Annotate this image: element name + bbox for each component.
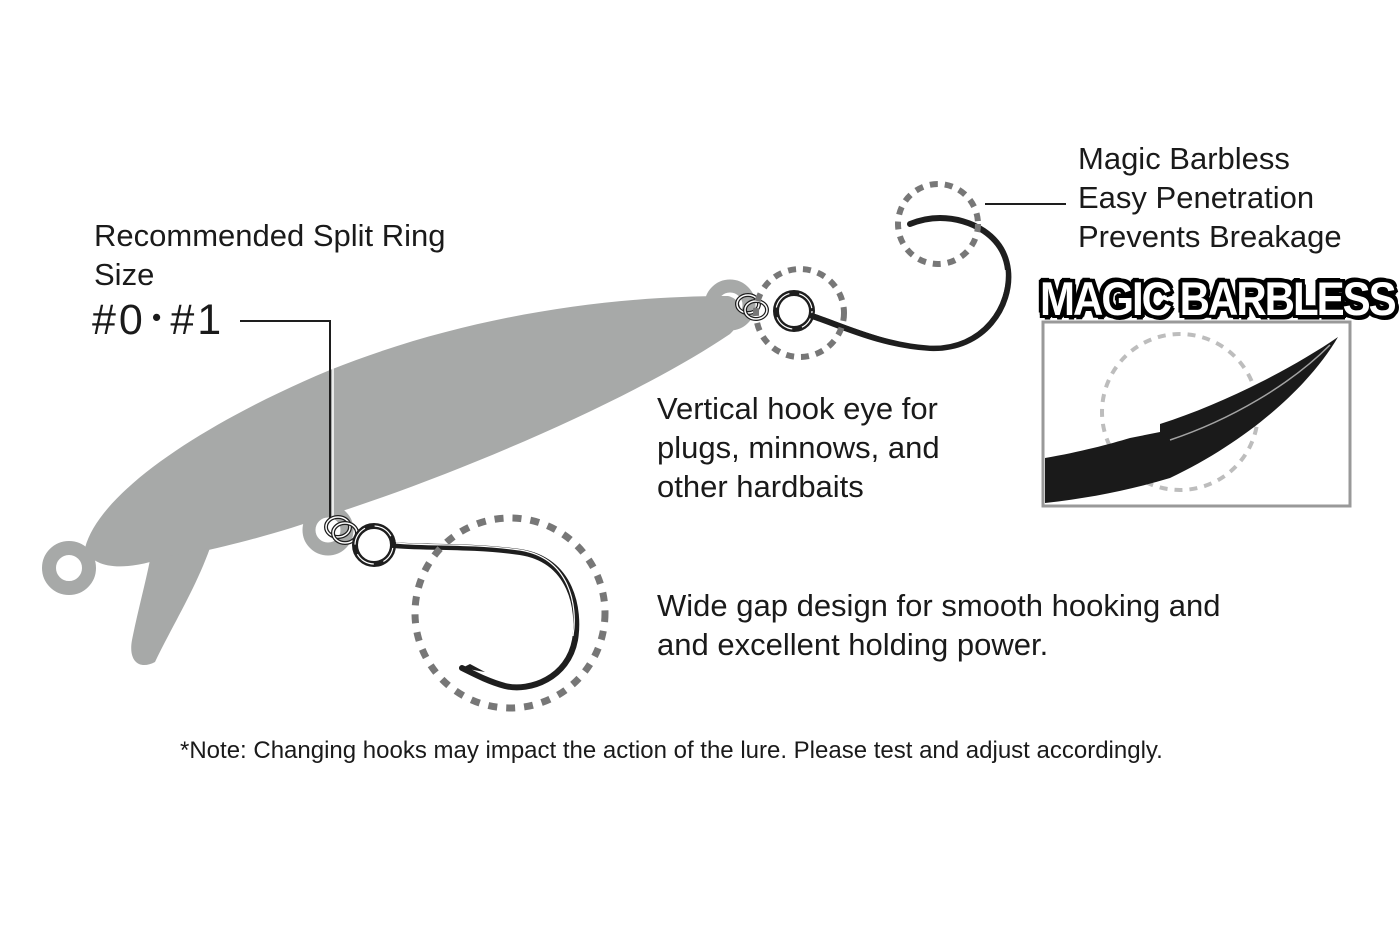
hook-eye-label-line-1: Vertical hook eye for bbox=[657, 391, 938, 426]
inset-hook-sheen bbox=[1169, 344, 1331, 441]
split-ring-label: Recommended Split Ring Size bbox=[94, 216, 446, 294]
barbless-label-line-3: Prevents Breakage bbox=[1078, 219, 1342, 254]
inset-hook-point bbox=[1045, 337, 1338, 503]
lure-body bbox=[85, 296, 742, 567]
wide-gap-label-line-2: and excellent holding power. bbox=[657, 627, 1049, 662]
split-ring-leader-line bbox=[240, 320, 331, 520]
lure-line-tie bbox=[42, 541, 96, 595]
hook-eye-label: Vertical hook eye for plugs, minnows, an… bbox=[657, 389, 940, 506]
hook-eye-highlight-circle bbox=[753, 266, 847, 360]
barbless-inset bbox=[1041, 320, 1352, 508]
split-ring-size: #0･#1 bbox=[92, 296, 225, 344]
lure-tail-eyelet bbox=[302, 504, 354, 556]
split-ring-label-line-1: Recommended Split Ring bbox=[94, 218, 446, 253]
barbless-label-line-2: Easy Penetration bbox=[1078, 180, 1315, 215]
split-ring-label-line-2: Size bbox=[94, 257, 155, 292]
barbless-label: Magic Barbless Easy Penetration Prevents… bbox=[1078, 139, 1342, 256]
gap-highlight-circle bbox=[411, 514, 609, 712]
barb-point-highlight-circle bbox=[895, 181, 981, 267]
wide-gap-label: Wide gap design for smooth hooking and a… bbox=[657, 586, 1221, 664]
hook-eye-label-line-2: plugs, minnows, and bbox=[657, 430, 940, 465]
hook-eye-label-line-3: other hardbaits bbox=[657, 469, 864, 504]
split-ring-nose-icon bbox=[735, 293, 769, 321]
note-text: *Note: Changing hooks may impact the act… bbox=[180, 737, 1163, 764]
magic-barbless-logo: MAGIC BARBLESS bbox=[1040, 272, 1397, 325]
single-hook-nose-icon bbox=[773, 214, 1012, 352]
barbless-label-line-1: Magic Barbless bbox=[1078, 141, 1290, 176]
wide-gap-label-line-1: Wide gap design for smooth hooking and bbox=[657, 588, 1221, 623]
single-hook-tail-icon bbox=[352, 523, 580, 691]
lure-lip bbox=[131, 548, 210, 666]
